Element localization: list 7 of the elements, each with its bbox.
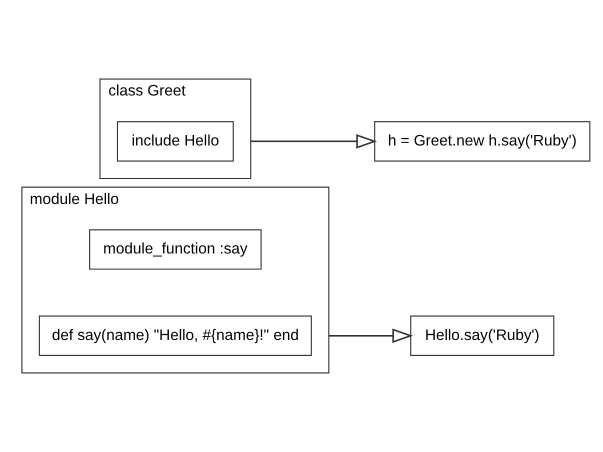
node-box: include Hello <box>116 121 234 162</box>
node-box: Hello.say('Ruby') <box>410 316 554 356</box>
node-box: def say(name) "Hello, #{name}!" end <box>38 316 312 356</box>
node-box: module_function :say <box>89 229 262 270</box>
node-box: h = Greet.new h.say('Ruby') <box>374 121 590 162</box>
arrow <box>328 328 414 344</box>
arrow <box>250 134 378 149</box>
